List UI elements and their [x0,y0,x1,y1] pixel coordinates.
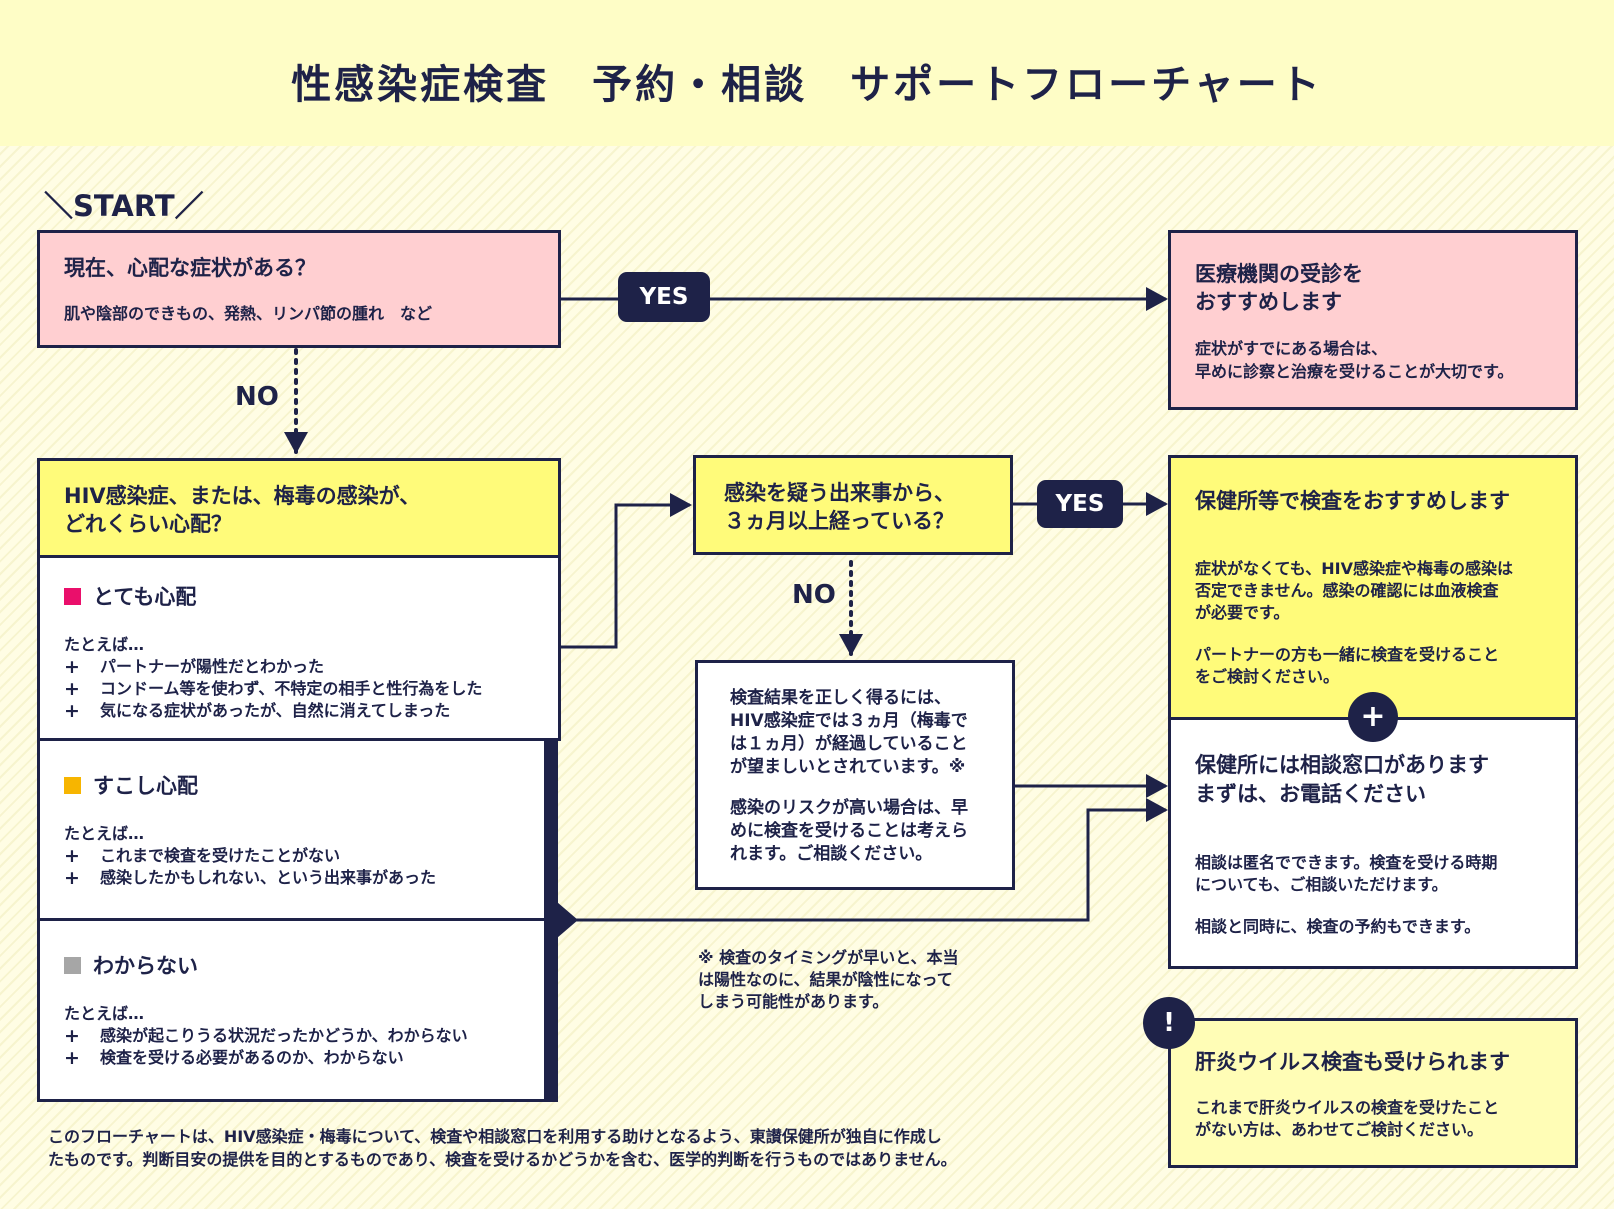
hep-line: これまで肝炎ウイルスの検査を受けたこと [1195,1098,1500,1117]
footer-line: たものです。判断目安の提供を目的とするものであり、検査を受けるかどうかを含む、医… [48,1150,957,1169]
timing-note: ※ 検査のタイミングが早いと、本当 は陽性なのに、結果が陰性になって しまう可能… [698,947,1028,1013]
mid-unknown-bracket [544,740,558,1102]
unknown-marker-icon [64,957,81,974]
level-unknown-intro: たとえば… [64,1004,145,1023]
q1-box: 現在、心配な症状がある？ 肌や陰部のできもの、発熱、リンパ節の腫れ など [37,230,561,348]
r3-title-2: まずは、お電話ください [1195,782,1426,806]
q2-title-1: HIV感染症、または、梅毒の感染が、 [64,484,421,508]
list-item: これまで検査を受けたことがない [64,845,436,867]
footer-line: このフローチャートは、HIV感染症・梅毒について、検査や相談窓口を利用する助けと… [48,1127,942,1146]
list-item: 感染したかもしれない、という出来事があった [64,867,436,889]
wait-line: は１ヵ月）が経過していること [730,734,968,754]
mid-marker-icon [64,777,81,794]
r1-box: 医療機関の受診を おすすめします 症状がすでにある場合は、 早めに診察と治療を受… [1168,230,1578,410]
list-item: 気になる症状があったが、自然に消えてしまった [64,700,482,722]
r2-title: 保健所等で検査をおすすめします [1195,489,1510,513]
level-high-intro: たとえば… [64,635,145,654]
wait-line: が望ましいとされています。※ [730,757,966,777]
level-mid-list: これまで検査を受けたことがない 感染したかもしれない、という出来事があった [64,845,436,889]
level-high-list: パートナーが陽性だとわかった コンドーム等を使わず、不特定の相手と性行為をした … [64,656,482,722]
r2-line: パートナーの方も一緒に検査を受けること [1195,645,1500,664]
q1-sub: 肌や陰部のできもの、発熱、リンパ節の腫れ など [64,304,433,323]
bracket-pointer [557,902,578,938]
q3-yes-badge: YES [1037,480,1123,528]
r3-title-1: 保健所には相談窓口があります [1195,753,1489,777]
hep-line: がない方は、あわせてご検討ください。 [1195,1120,1484,1139]
r3-box: 保健所には相談窓口があります まずは、お電話ください 相談は匿名でできます。検査… [1168,717,1578,969]
mid-unknown-to-consult-connector [575,798,1168,922]
note-line: は陽性なのに、結果が陰性になって [698,970,953,989]
level-mid-heading: すこし心配 [64,771,198,801]
level-unknown-heading: わからない [64,951,198,981]
list-item: パートナーが陽性だとわかった [64,656,482,678]
level-high-heading: とても心配 [64,582,196,612]
hepatitis-box: 肝炎ウイルス検査も受けられます これまで肝炎ウイルスの検査を受けたこと がない方… [1168,1018,1578,1168]
q2-box: HIV感染症、または、梅毒の感染が、 どれくらい心配？ [37,458,561,558]
note-line: ※ 検査のタイミングが早いと、本当 [698,948,959,967]
level-high-label: とても心配 [93,585,197,609]
footer-disclaimer: このフローチャートは、HIV感染症・梅毒について、検査や相談窓口を利用する助けと… [48,1125,1198,1171]
r3-line: 相談は匿名でできます。検査を受ける時期 [1195,853,1498,872]
high-to-q3-connector [559,493,692,649]
level-unknown-box: わからない たとえば… 感染が起こりうる状況だったかどうか、わからない 検査を受… [37,918,547,1102]
q3-title-2: ３ヵ月以上経っている？ [724,509,954,533]
page-title: 性感染症検査 予約・相談 サポートフローチャート [291,62,1323,108]
r1-body-2: 早めに診察と治療を受けることが大切です。 [1195,362,1514,381]
level-mid-intro: たとえば… [64,824,145,843]
note-line: しまう可能性があります。 [698,992,889,1011]
wait-line: 感染のリスクが高い場合は、早 [730,798,968,818]
list-item: 感染が起こりうる状況だったかどうか、わからない [64,1025,468,1047]
wait-line: 検査結果を正しく得るには、 [730,688,951,708]
level-unknown-list: 感染が起こりうる状況だったかどうか、わからない 検査を受ける必要があるのか、わか… [64,1025,468,1069]
exclamation-icon: ! [1143,997,1195,1049]
level-mid-label: すこし心配 [93,774,198,798]
list-item: 検査を受ける必要があるのか、わからない [64,1047,468,1069]
level-high-box: とても心配 たとえば… パートナーが陽性だとわかった コンドーム等を使わず、不特… [37,555,561,741]
q1-title: 現在、心配な症状がある？ [64,256,316,280]
q3-box: 感染を疑う出来事から、 ３ヵ月以上経っている？ [693,455,1013,555]
r2-line: 否定できません。感染の確認には血液検査 [1195,581,1499,600]
r2-line: 症状がなくても、HIV感染症や梅毒の感染は [1195,559,1513,578]
wait-line: めに検査を受けることは考えら [730,821,968,841]
r3-line: についても、ご相談いただけます。 [1195,875,1448,894]
q2-title-2: どれくらい心配？ [64,512,232,536]
r1-body-1: 症状がすでにある場合は、 [1195,339,1388,358]
r2-box: 保健所等で検査をおすすめします 症状がなくても、HIV感染症や梅毒の感染は 否定… [1168,455,1578,720]
start-label: ＼START／ [44,189,204,223]
r2-line: をご検討ください。 [1195,667,1340,686]
wait-p1: 検査結果を正しく得るには、 HIV感染症では３ヵ月（梅毒で は１ヵ月）が経過して… [730,687,1000,779]
q3-title-1: 感染を疑う出来事から、 [724,481,955,505]
wait-box: 検査結果を正しく得るには、 HIV感染症では３ヵ月（梅毒で は１ヵ月）が経過して… [695,660,1015,890]
r2-line: が必要です。 [1195,603,1290,622]
r1-title-2: おすすめします [1195,290,1342,314]
wait-p2: 感染のリスクが高い場合は、早 めに検査を受けることは考えら れます。ご相談くださ… [730,797,1000,866]
level-unknown-label: わからない [93,954,198,978]
r2-p2: パートナーの方も一緒に検査を受けること をご検討ください。 [1195,644,1499,688]
hepatitis-title: 肝炎ウイルス検査も受けられます [1195,1050,1510,1074]
r3-line: 相談と同時に、検査の予約もできます。 [1195,917,1481,936]
r3-p2: 相談と同時に、検査の予約もできます。 [1195,916,1480,938]
q3-no-label: NO [792,580,836,610]
q1-no-label: NO [235,382,279,412]
r2-p1: 症状がなくても、HIV感染症や梅毒の感染は 否定できません。感染の確認には血液検… [1195,558,1513,624]
r1-title-1: 医療機関の受診を [1195,262,1363,286]
wait-line: HIV感染症では３ヵ月（梅毒で [730,711,968,731]
r3-p1: 相談は匿名でできます。検査を受ける時期 についても、ご相談いただけます。 [1195,852,1497,896]
high-marker-icon [64,588,81,605]
list-item: コンドーム等を使わず、不特定の相手と性行為をした [64,678,482,700]
level-mid-box: すこし心配 たとえば… これまで検査を受けたことがない 感染したかもしれない、と… [37,738,547,921]
hepatitis-body: これまで肝炎ウイルスの検査を受けたこと がない方は、あわせてご検討ください。 [1195,1097,1499,1141]
q1-yes-badge: YES [618,272,710,322]
wait-line: れます。ご相談ください。 [730,844,933,864]
header-band [0,0,1614,146]
plus-icon: + [1348,692,1398,742]
